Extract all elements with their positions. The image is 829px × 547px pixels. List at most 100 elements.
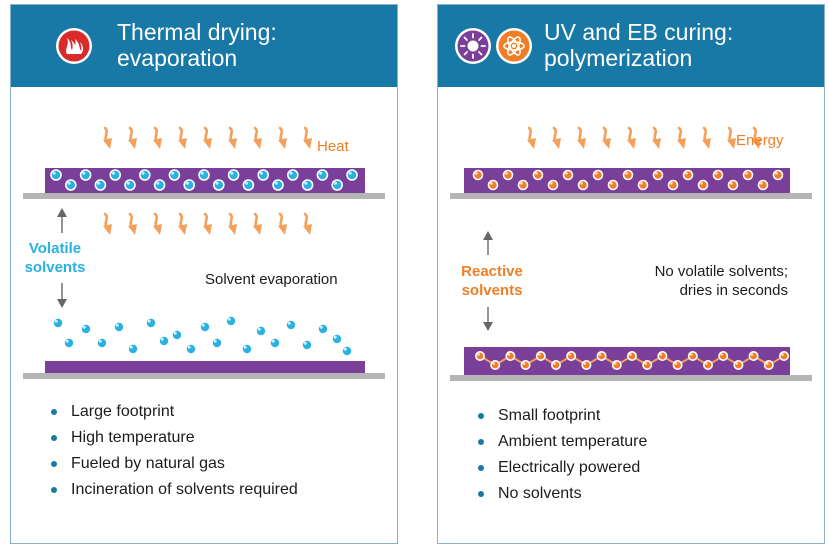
uv-eb-curing-panel: UV and EB curing: polymerization Energy … [437, 4, 825, 544]
solvent-droplet [79, 169, 92, 181]
reactive-droplet [607, 179, 619, 191]
polymer-node [718, 350, 729, 361]
reactive-droplet [622, 169, 634, 181]
reactive-droplet [652, 169, 664, 181]
polymer-node [566, 350, 577, 361]
solvent-droplet [198, 169, 210, 181]
reactive-droplet-highlight [580, 182, 583, 185]
reactive-droplet-highlight [625, 172, 628, 175]
polymer-node [505, 350, 516, 361]
polymer-node [520, 359, 531, 370]
heat-arrow-head [128, 138, 137, 149]
sun-icon [455, 28, 491, 64]
solvent-droplet-highlight [200, 171, 204, 175]
evaporated-droplet [158, 335, 170, 347]
polymer-node [687, 350, 698, 361]
solvent-droplet-highlight [319, 171, 323, 175]
energy-arrow-head [677, 138, 686, 149]
energy-arrow-head [527, 138, 536, 149]
evaporated-droplet [113, 321, 125, 333]
evaporated-droplet-highlight [271, 339, 275, 343]
solvent-droplet [316, 169, 329, 181]
polymer-node-highlight [629, 353, 632, 356]
reactive-solvents-label-2: solvents [462, 282, 523, 299]
solvent-droplet [153, 179, 166, 191]
evaporated-droplet [171, 329, 183, 341]
thermal-drying-panel: Thermal drying: evaporation Heat Volatil… [10, 4, 398, 544]
dried-ink-film [45, 361, 365, 373]
energy-arrow-head [627, 138, 636, 149]
solvent-droplet-highlight [111, 171, 115, 175]
up-arrowhead [483, 231, 493, 240]
uv-substrate-top [450, 193, 812, 199]
heat-arrow-head [253, 224, 262, 235]
evaporated-droplet-highlight [257, 327, 261, 331]
reactive-droplet [772, 169, 784, 181]
polymer-node [474, 350, 485, 361]
heat-arrow-head [303, 138, 312, 149]
heat-arrow-head [178, 138, 187, 149]
reactive-droplet-highlight [760, 182, 763, 185]
uv-eb-curing-header: UV and EB curing: polymerization [438, 5, 824, 87]
flame-icon [56, 28, 92, 64]
solvent-droplet-highlight [82, 171, 86, 175]
evaporated-droplet [269, 337, 281, 349]
polymer-node-highlight [644, 362, 647, 365]
solvent-droplet-highlight [333, 181, 337, 185]
evaporated-droplet-highlight [160, 337, 164, 341]
evaporated-droplet-highlight [65, 339, 69, 343]
evaporated-droplet-highlight [98, 339, 102, 343]
substrate-bottom [23, 373, 385, 379]
polymer-node-highlight [690, 353, 693, 356]
solvent-droplet-highlight [348, 171, 352, 175]
reactive-droplet-highlight [610, 182, 613, 185]
polymer-node-highlight [750, 353, 754, 356]
solvent-droplet-highlight [304, 181, 308, 185]
reactive-droplet-highlight [475, 172, 478, 175]
solvent-droplet-highlight [245, 181, 249, 185]
polymer-node [733, 359, 744, 370]
thermal-drying-title: Thermal drying: evaporation [117, 19, 277, 71]
thermal-drying-bullets: Large footprint High temperature Fueled … [49, 399, 298, 503]
heat-arrow-head [153, 224, 162, 235]
evaporated-droplet-highlight [303, 341, 307, 345]
heat-arrow-head [228, 224, 237, 235]
polymer-node-highlight [477, 353, 480, 356]
volatile-solvent-in-film [50, 169, 358, 191]
heat-arrow-head [278, 224, 287, 235]
reactive-droplet-highlight [745, 172, 748, 175]
polymer-node-highlight [659, 353, 663, 356]
heat-arrow-head [178, 224, 187, 235]
reactive-droplet [532, 169, 544, 181]
evaporated-droplet-highlight [147, 319, 151, 323]
evaporated-droplet-highlight [187, 345, 191, 349]
heat-arrows-middle [103, 212, 312, 235]
evaporated-droplet-highlight [173, 331, 177, 335]
solvent-droplet [109, 169, 121, 181]
evaporated-droplet [52, 317, 64, 329]
reactive-droplet [592, 169, 604, 181]
heat-label: Heat [317, 138, 350, 155]
uv-substrate-bottom [450, 375, 812, 381]
evaporated-droplet [63, 337, 75, 349]
reactive-droplet [517, 179, 529, 191]
reactive-droplet-highlight [685, 172, 688, 175]
solvent-droplet-highlight [141, 171, 145, 175]
uv-eb-curing-bullets: Small footprint Ambient temperature Elec… [476, 403, 647, 507]
solvent-droplet-highlight [289, 171, 293, 175]
energy-arrow-head [752, 138, 761, 149]
solvent-droplet [124, 179, 136, 191]
heat-arrow-head [253, 138, 262, 149]
heat-arrow-head [203, 224, 212, 235]
solvent-droplet [64, 179, 77, 191]
evaporated-droplet [127, 343, 139, 355]
heat-arrow-head [153, 138, 162, 149]
polymer-node [611, 359, 622, 370]
evaporated-droplet-highlight [287, 321, 291, 325]
bullet-item: Large footprint [49, 399, 298, 425]
reactive-droplet-highlight [700, 182, 703, 185]
reactive-droplet [682, 169, 694, 181]
evaporated-droplet [331, 333, 343, 345]
solvent-droplet-highlight [259, 171, 263, 175]
polymer-node-highlight [538, 353, 541, 356]
